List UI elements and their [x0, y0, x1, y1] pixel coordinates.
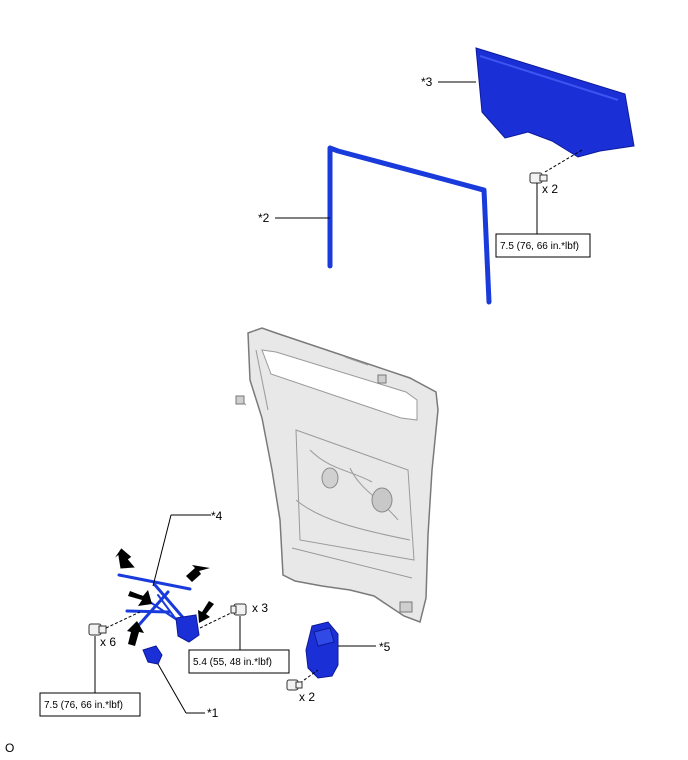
glass-run-channel	[327, 145, 492, 305]
regulator-torque-value: 5.4 (55, 48 in.*lbf)	[193, 657, 272, 668]
bracket-bolt-guide	[299, 669, 319, 684]
glass-bolt-icon	[529, 172, 548, 184]
glass-bolt-guide	[544, 149, 583, 173]
regulator-leader-2	[152, 514, 172, 587]
motor-bolt-qty: x 6	[100, 635, 116, 649]
arrow-icon	[114, 548, 135, 569]
motor-bolt-guide	[105, 611, 141, 629]
door-glass	[475, 47, 635, 158]
motor-leader	[157, 663, 187, 714]
door-panel	[235, 327, 439, 623]
motor-torque-value: 7.5 (76, 66 in.*lbf)	[44, 700, 123, 711]
callout-5: *5	[379, 640, 391, 654]
window-regulator	[117, 573, 200, 665]
regulator-torque-box	[188, 649, 290, 674]
glass-torque-box	[495, 233, 591, 258]
bracket-bolt-qty: x 2	[299, 690, 315, 704]
callout-3: *3	[421, 75, 433, 89]
arrow-icon	[127, 621, 144, 646]
glass-torque-value: 7.5 (76, 66 in.*lbf)	[500, 241, 579, 252]
callout-1: *1	[207, 706, 219, 720]
motor-bolt-icon	[88, 623, 107, 636]
arrow-icon	[198, 601, 214, 623]
regulator-bolt-qty: x 3	[252, 601, 268, 615]
motor-torque-box	[39, 692, 141, 717]
corner-mark: O	[5, 741, 14, 755]
callout-4: *4	[211, 509, 223, 523]
regulator-bolt-icon	[230, 603, 247, 616]
arrow-icon	[186, 565, 210, 582]
bracket	[305, 621, 339, 679]
glass-bolt-qty: x 2	[542, 182, 558, 196]
arrow-icon	[128, 590, 152, 606]
bracket-bolt-icon	[286, 679, 303, 691]
regulator-bolt-guide	[199, 611, 234, 629]
callout-2: *2	[258, 211, 270, 225]
